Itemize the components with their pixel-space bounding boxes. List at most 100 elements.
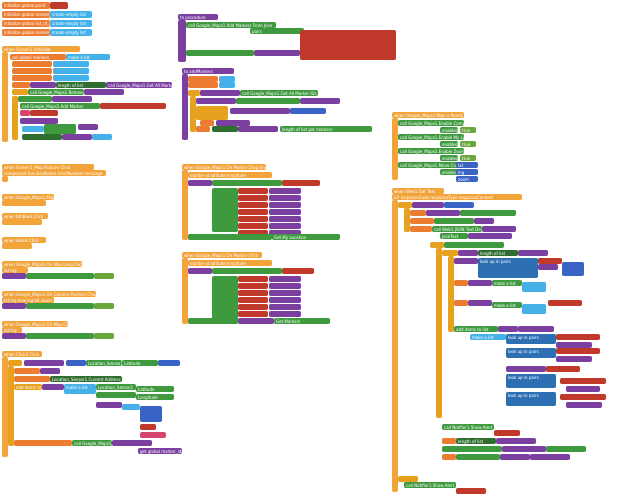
row-block[interactable] (269, 290, 301, 296)
procedure-body[interactable] (178, 20, 186, 62)
get-block[interactable] (200, 90, 240, 96)
row-block[interactable] (12, 75, 52, 81)
set-block[interactable] (10, 54, 66, 60)
text-block[interactable] (538, 258, 562, 264)
get-block[interactable] (538, 264, 558, 270)
call-gmap-2[interactable] (398, 148, 464, 154)
event-web-got-text[interactable] (392, 188, 444, 194)
text-block[interactable] (140, 432, 166, 438)
row-block[interactable] (269, 230, 301, 236)
row-block[interactable] (238, 276, 268, 282)
row-block[interactable] (269, 223, 301, 229)
global-var-block[interactable] (2, 29, 50, 36)
call-alert[interactable] (404, 482, 456, 488)
event-params[interactable] (392, 194, 522, 200)
get-block[interactable] (196, 98, 236, 104)
get-block[interactable] (458, 250, 478, 256)
call-block[interactable] (230, 108, 290, 114)
row-block[interactable] (219, 76, 235, 82)
call-block[interactable] (546, 446, 586, 452)
text-block[interactable] (546, 366, 580, 372)
get-block[interactable] (482, 226, 516, 232)
event-btn[interactable] (2, 213, 48, 219)
call-gmap-3[interactable] (398, 162, 464, 168)
set-block[interactable] (410, 210, 426, 216)
get-block[interactable] (412, 202, 444, 208)
text-block[interactable] (140, 424, 156, 430)
math-block[interactable] (290, 108, 326, 114)
get-block[interactable] (566, 386, 600, 392)
call-block[interactable] (460, 210, 516, 216)
row-block[interactable] (238, 188, 268, 194)
list-block[interactable] (522, 304, 546, 314)
row-block[interactable] (238, 195, 268, 201)
if-bar[interactable] (8, 366, 14, 446)
row-block[interactable] (238, 202, 268, 208)
make-color[interactable] (96, 402, 122, 408)
call-block[interactable] (136, 386, 174, 392)
row-block[interactable] (238, 297, 268, 303)
get-block[interactable] (500, 454, 530, 460)
call-block[interactable] (26, 273, 94, 279)
logic-true[interactable] (460, 141, 476, 147)
row-block[interactable] (188, 76, 218, 82)
get-block[interactable] (254, 50, 300, 56)
for-block[interactable] (14, 384, 42, 390)
get-block[interactable] (556, 356, 592, 362)
procedure-body[interactable] (182, 74, 188, 140)
row-block[interactable] (269, 195, 301, 201)
global-init-block[interactable] (50, 2, 68, 9)
row-block[interactable] (269, 311, 301, 317)
if-block[interactable] (196, 106, 228, 120)
event-body-bar[interactable] (182, 170, 188, 240)
row-block[interactable] (238, 290, 268, 296)
call-block[interactable] (26, 333, 94, 339)
list-block[interactable] (522, 282, 546, 292)
call-block[interactable] (96, 392, 136, 398)
row-block[interactable] (269, 304, 301, 310)
global-init-block[interactable] (50, 11, 92, 18)
get-block[interactable] (238, 126, 278, 132)
set-block[interactable] (200, 120, 214, 126)
join-block[interactable] (212, 276, 238, 320)
if-bar[interactable] (404, 208, 410, 232)
call-block[interactable] (236, 98, 300, 104)
for-bar[interactable] (448, 256, 454, 332)
row-block[interactable] (53, 61, 89, 67)
for-block[interactable] (442, 250, 458, 256)
text-block[interactable] (548, 300, 582, 306)
get-block[interactable] (468, 233, 512, 239)
call-block[interactable] (96, 384, 136, 390)
for-block[interactable] (188, 90, 200, 96)
set-block[interactable] (454, 280, 468, 286)
call-block[interactable] (186, 50, 254, 56)
get-block[interactable] (502, 446, 546, 452)
call-block[interactable] (22, 134, 62, 140)
get-block[interactable] (300, 98, 340, 104)
make-color[interactable] (506, 366, 546, 372)
get-block[interactable] (62, 134, 92, 140)
call-block[interactable] (212, 126, 238, 132)
row-block[interactable] (269, 297, 301, 303)
call-gmap-1[interactable] (398, 134, 464, 140)
set-block[interactable] (14, 440, 72, 446)
call-block[interactable] (2, 333, 26, 339)
list-block[interactable] (64, 384, 96, 394)
math-block[interactable] (456, 162, 478, 168)
call-block[interactable] (212, 268, 282, 274)
call-get-all[interactable] (240, 90, 318, 96)
text-block[interactable] (282, 180, 320, 186)
for-block[interactable] (12, 89, 28, 95)
param-label[interactable] (440, 155, 458, 161)
lookup-block[interactable] (506, 348, 556, 358)
math-block[interactable] (456, 176, 478, 182)
list-block[interactable] (22, 126, 44, 132)
call-block[interactable] (456, 454, 500, 460)
call-block[interactable] (442, 446, 502, 452)
json-text-stack[interactable] (300, 30, 396, 60)
math-block[interactable] (444, 202, 474, 208)
call-block[interactable] (28, 89, 84, 95)
get-block[interactable] (216, 120, 250, 126)
event-do[interactable] (2, 219, 42, 225)
